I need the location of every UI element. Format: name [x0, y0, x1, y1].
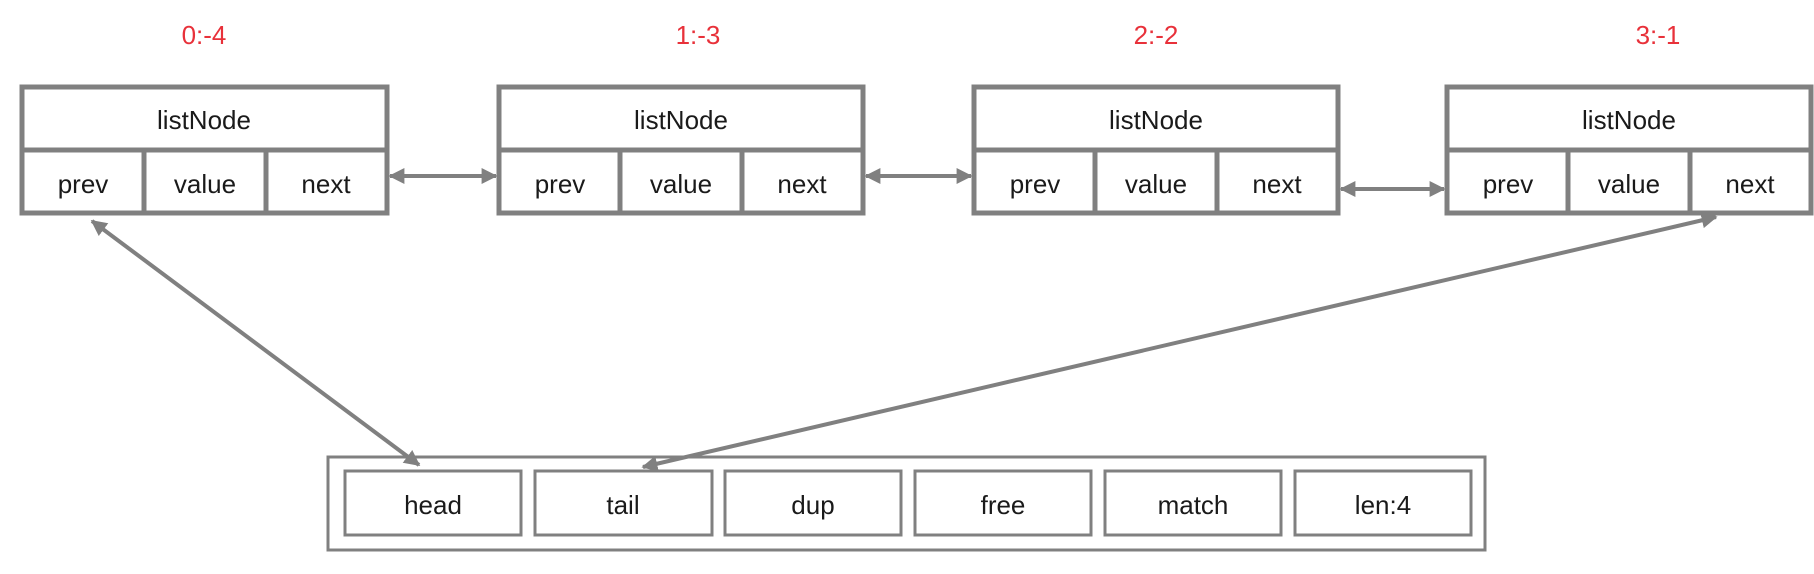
node-field-next: next: [301, 169, 351, 199]
list-node-3: 3:-1 listNode prev value next: [1444, 20, 1814, 216]
node-field-prev: prev: [1483, 169, 1534, 199]
node-field-value: value: [650, 169, 712, 199]
list-cell: [723, 469, 903, 537]
list-field-head: head: [404, 490, 462, 520]
list-node-2: 2:-2 listNode prev value next: [971, 20, 1341, 216]
node-field-next: next: [1725, 169, 1775, 199]
node-title: listNode: [1109, 105, 1203, 135]
list-node-0: 0:-4 listNode prev value next: [19, 20, 390, 216]
list-node-1: 1:-3 listNode prev value next: [496, 20, 866, 216]
node-field-value: value: [1598, 169, 1660, 199]
node-field-prev: prev: [1010, 169, 1061, 199]
node-title: listNode: [157, 105, 251, 135]
list-field-len: len:4: [1355, 490, 1411, 520]
list-cell: [343, 469, 523, 537]
node-field-value: value: [1125, 169, 1187, 199]
node-index-label: 0:-4: [182, 20, 227, 50]
list-cell: [533, 469, 714, 537]
list-field-dup: dup: [791, 490, 834, 520]
list-field-tail: tail: [606, 490, 639, 520]
node-field-next: next: [777, 169, 827, 199]
list-cell: [1103, 469, 1283, 537]
node-field-prev: prev: [58, 169, 109, 199]
list-struct: head tail dup free match len:4: [326, 455, 1487, 552]
node-field-prev: prev: [535, 169, 586, 199]
node-index-label: 1:-3: [676, 20, 721, 50]
node-title: listNode: [634, 105, 728, 135]
node-field-next: next: [1252, 169, 1302, 199]
node-field-value: value: [174, 169, 236, 199]
list-field-free: free: [981, 490, 1026, 520]
head-pointer-arrow-icon: [90, 219, 421, 467]
tail-pointer-arrow-icon: [641, 212, 1718, 472]
list-cell: [1293, 469, 1473, 537]
node-title: listNode: [1582, 105, 1676, 135]
node-index-label: 3:-1: [1636, 20, 1681, 50]
list-field-match: match: [1158, 490, 1229, 520]
node-index-label: 2:-2: [1134, 20, 1179, 50]
